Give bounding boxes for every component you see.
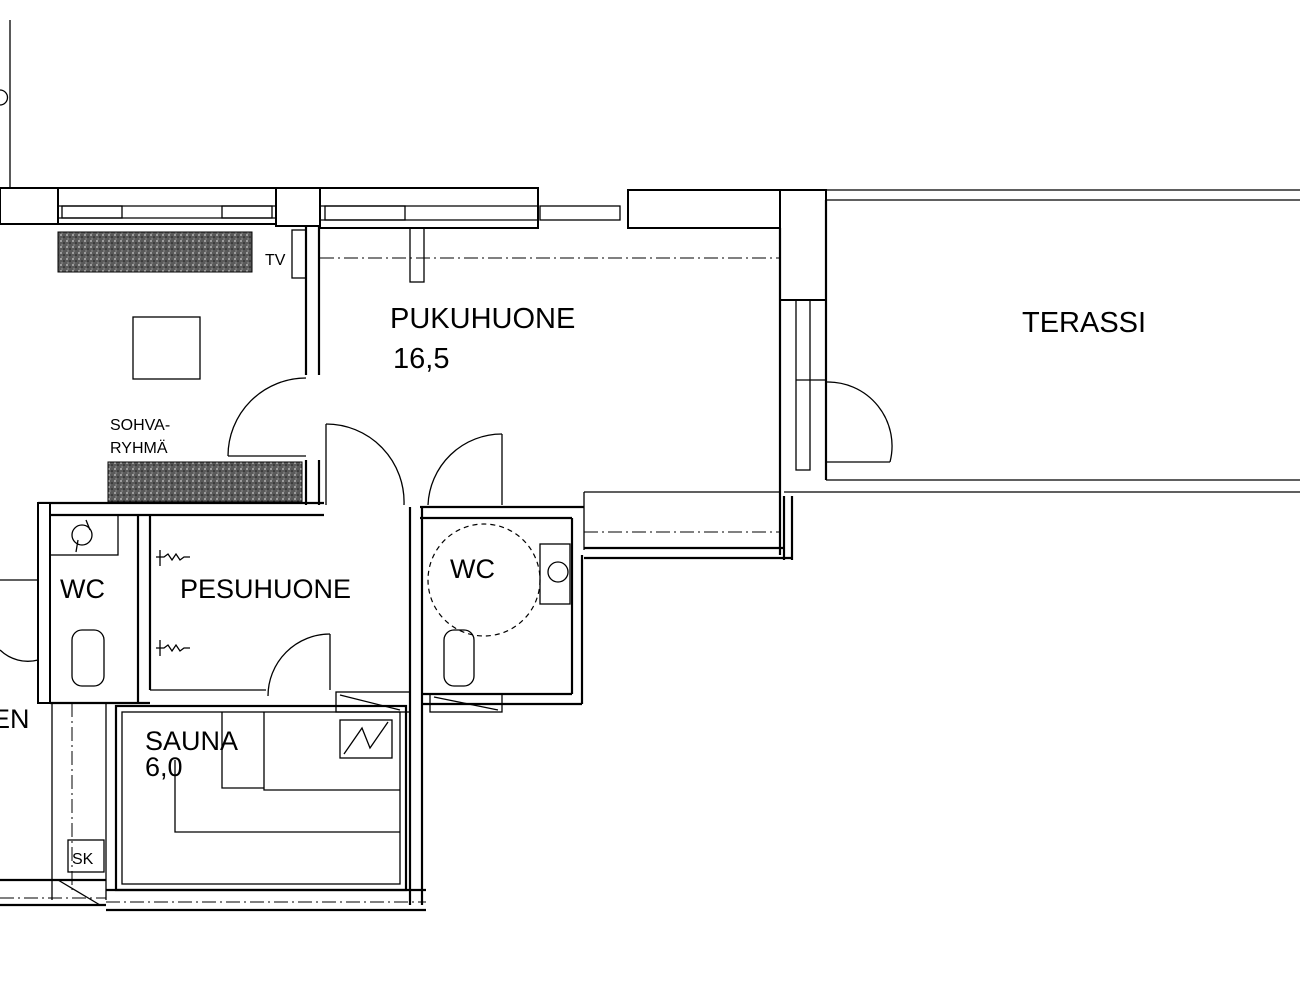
sofa-bottom [107, 461, 303, 503]
wc-right-room [422, 518, 584, 713]
coffee-table [132, 316, 201, 380]
pukuhuone-area: 16,5 [393, 343, 449, 375]
pukuhuone-name: PUKUHUONE [390, 303, 575, 335]
wet-rooms-top-wall [38, 496, 794, 560]
terassi-name: TERASSI [1022, 307, 1146, 339]
pesuhuone-right-wall [408, 507, 424, 905]
sauna-name: SAUNA [145, 726, 238, 756]
partial-room-name: EN [0, 704, 30, 734]
sofa-top [57, 231, 253, 273]
pukuhuone-room [320, 227, 782, 555]
wc-left-room [0, 502, 152, 705]
sauna-area: 6,0 [145, 752, 183, 782]
tv-label: TV [265, 252, 286, 269]
sofa-label-line2: RYHMÄ [110, 439, 168, 457]
lower-left-corridor [0, 703, 426, 912]
pesuhuone-name: PESUHUONE [180, 574, 351, 604]
top-exterior-wall [0, 187, 1300, 301]
sauna-room [114, 704, 408, 892]
wc-left-name: WC [60, 574, 105, 604]
interior-partition-vertical [227, 226, 321, 505]
terrace-door [784, 200, 1300, 493]
sk-label: SK [72, 851, 94, 868]
tv-stand [291, 229, 307, 279]
wc-right-name: WC [450, 554, 495, 584]
door-swings-mid [325, 423, 503, 506]
sofa-label-line1: SOHVA- [110, 417, 170, 434]
top-left-wall-stub [0, 20, 11, 188]
